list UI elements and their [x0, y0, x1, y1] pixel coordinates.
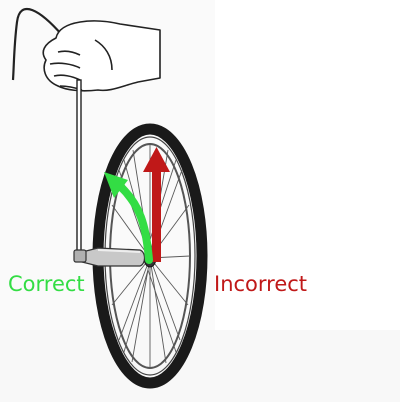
hand-icon: [42, 20, 161, 92]
rod: [76, 79, 82, 253]
incorrect-arrow: [143, 147, 170, 262]
incorrect-label: Incorrect: [214, 272, 308, 296]
cord: [11, 8, 63, 81]
correct-label: Correct: [8, 272, 85, 296]
correct-arrow: [104, 172, 153, 264]
axle-handle: [73, 247, 146, 267]
